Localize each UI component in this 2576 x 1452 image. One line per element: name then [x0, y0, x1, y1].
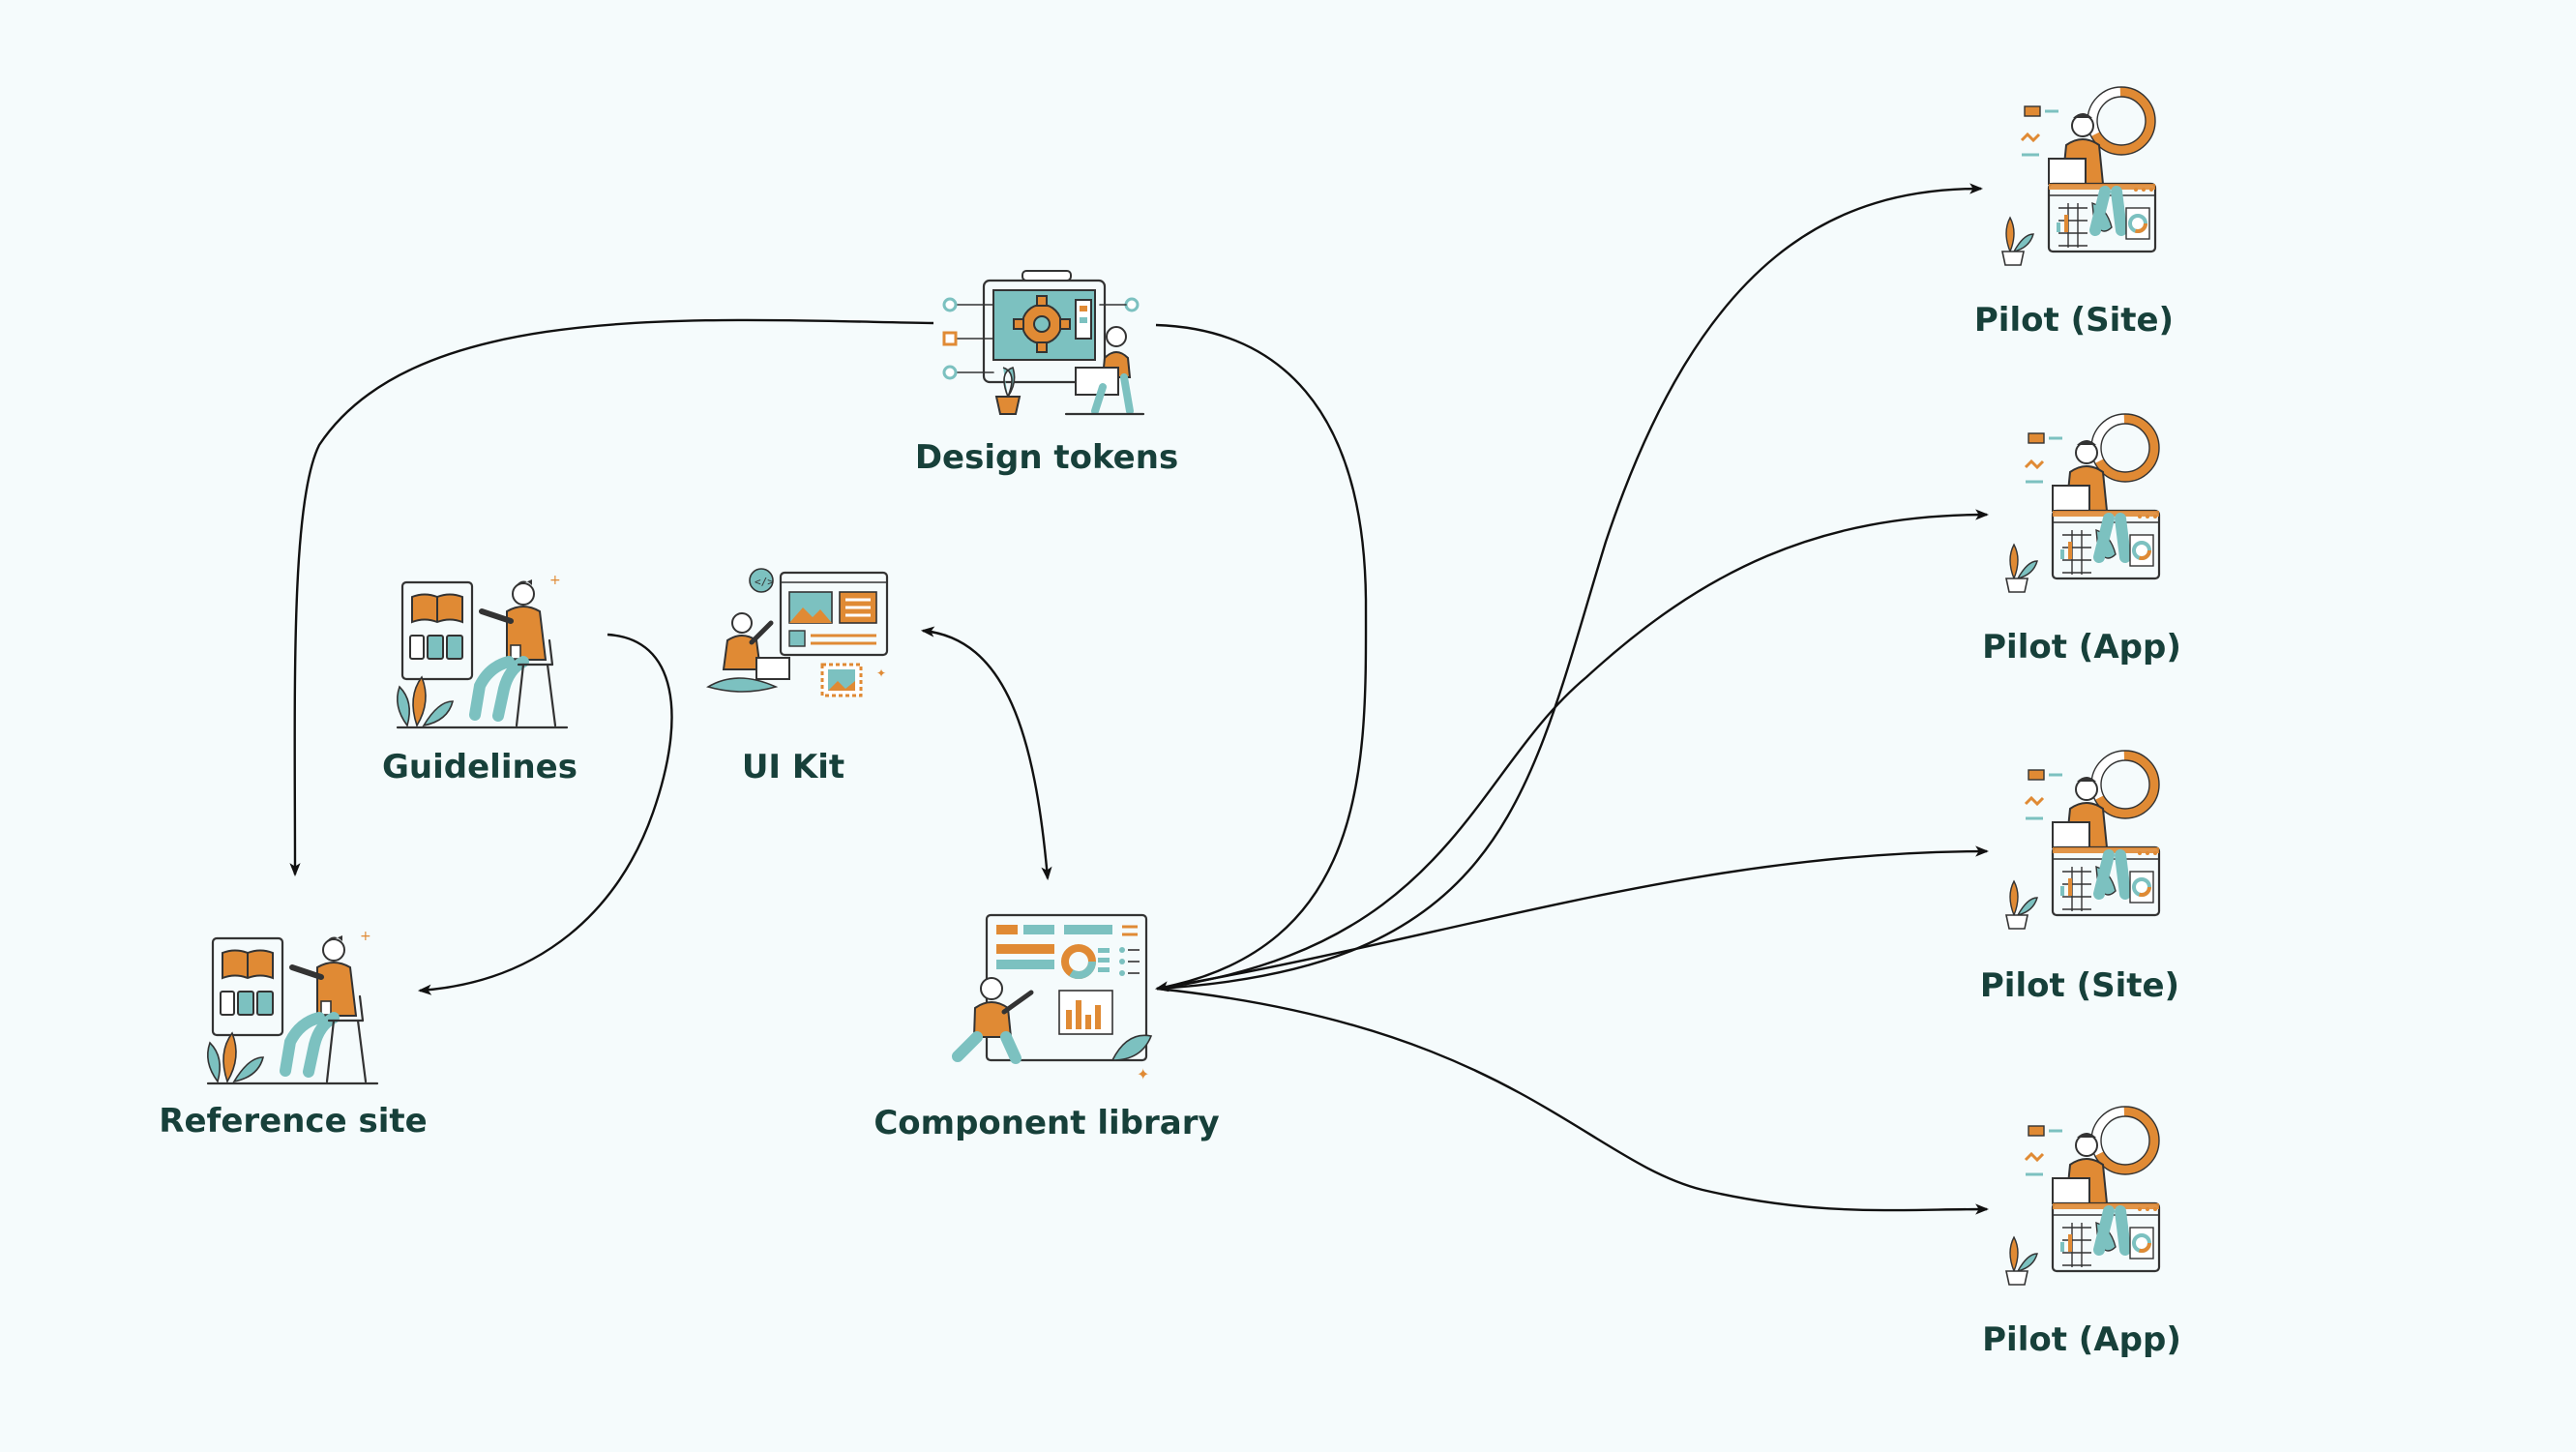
node-label-reference-site: Reference site: [159, 1102, 427, 1141]
edge-ui-kit-to-component-library: [920, 626, 1052, 881]
node-label-pilot-site-2: Pilot (Site): [1980, 966, 2179, 1005]
analytics-laptop-illustration-icon: [2002, 87, 2155, 265]
edge-component-library-to-pilot-site-2: [1156, 845, 1990, 991]
node-pilot-app-2[interactable]: Pilot (App): [1982, 1107, 2181, 1359]
node-guidelines[interactable]: Guidelines: [382, 573, 577, 786]
edge-guidelines-to-reference-site: [417, 633, 673, 995]
node-label-guidelines: Guidelines: [382, 748, 577, 786]
edge-design-tokens-to-component-library: [1154, 323, 1368, 993]
node-reference-site[interactable]: Reference site: [159, 929, 428, 1141]
node-component-library[interactable]: Component library: [873, 915, 1220, 1142]
gear-screen-illustration-icon: [944, 271, 1143, 414]
node-label-pilot-app-1: Pilot (App): [1982, 628, 2181, 667]
node-label-ui-kit: UI Kit: [742, 748, 844, 786]
edge-component-library-to-pilot-site-1: [1156, 183, 1984, 991]
analytics-laptop-illustration-icon: [2006, 1107, 2159, 1285]
node-design-tokens[interactable]: Design tokens: [915, 271, 1178, 477]
edges: [289, 183, 1990, 1215]
edge-component-library-to-pilot-app-2: [1156, 987, 1990, 1215]
book-presentation-illustration-icon: [208, 929, 377, 1083]
node-label-design-tokens: Design tokens: [915, 438, 1178, 477]
node-label-component-library: Component library: [873, 1104, 1219, 1142]
edge-design-tokens-to-reference-site: [289, 318, 934, 877]
book-presentation-illustration-icon: [398, 573, 567, 727]
node-pilot-site-2[interactable]: Pilot (Site): [1980, 751, 2179, 1005]
node-ui-kit[interactable]: UI Kit: [708, 569, 887, 786]
node-label-pilot-site-1: Pilot (Site): [1974, 301, 2174, 340]
edge-component-library-to-pilot-app-1: [1156, 509, 1990, 991]
dashboard-board-illustration-icon: [958, 915, 1151, 1083]
node-pilot-app-1[interactable]: Pilot (App): [1982, 414, 2181, 667]
node-pilot-site-1[interactable]: Pilot (Site): [1974, 87, 2174, 340]
analytics-laptop-illustration-icon: [2006, 751, 2159, 929]
analytics-laptop-illustration-icon: [2006, 414, 2159, 592]
node-label-pilot-app-2: Pilot (App): [1982, 1320, 2181, 1359]
webpage-layout-illustration-icon: [708, 569, 887, 696]
